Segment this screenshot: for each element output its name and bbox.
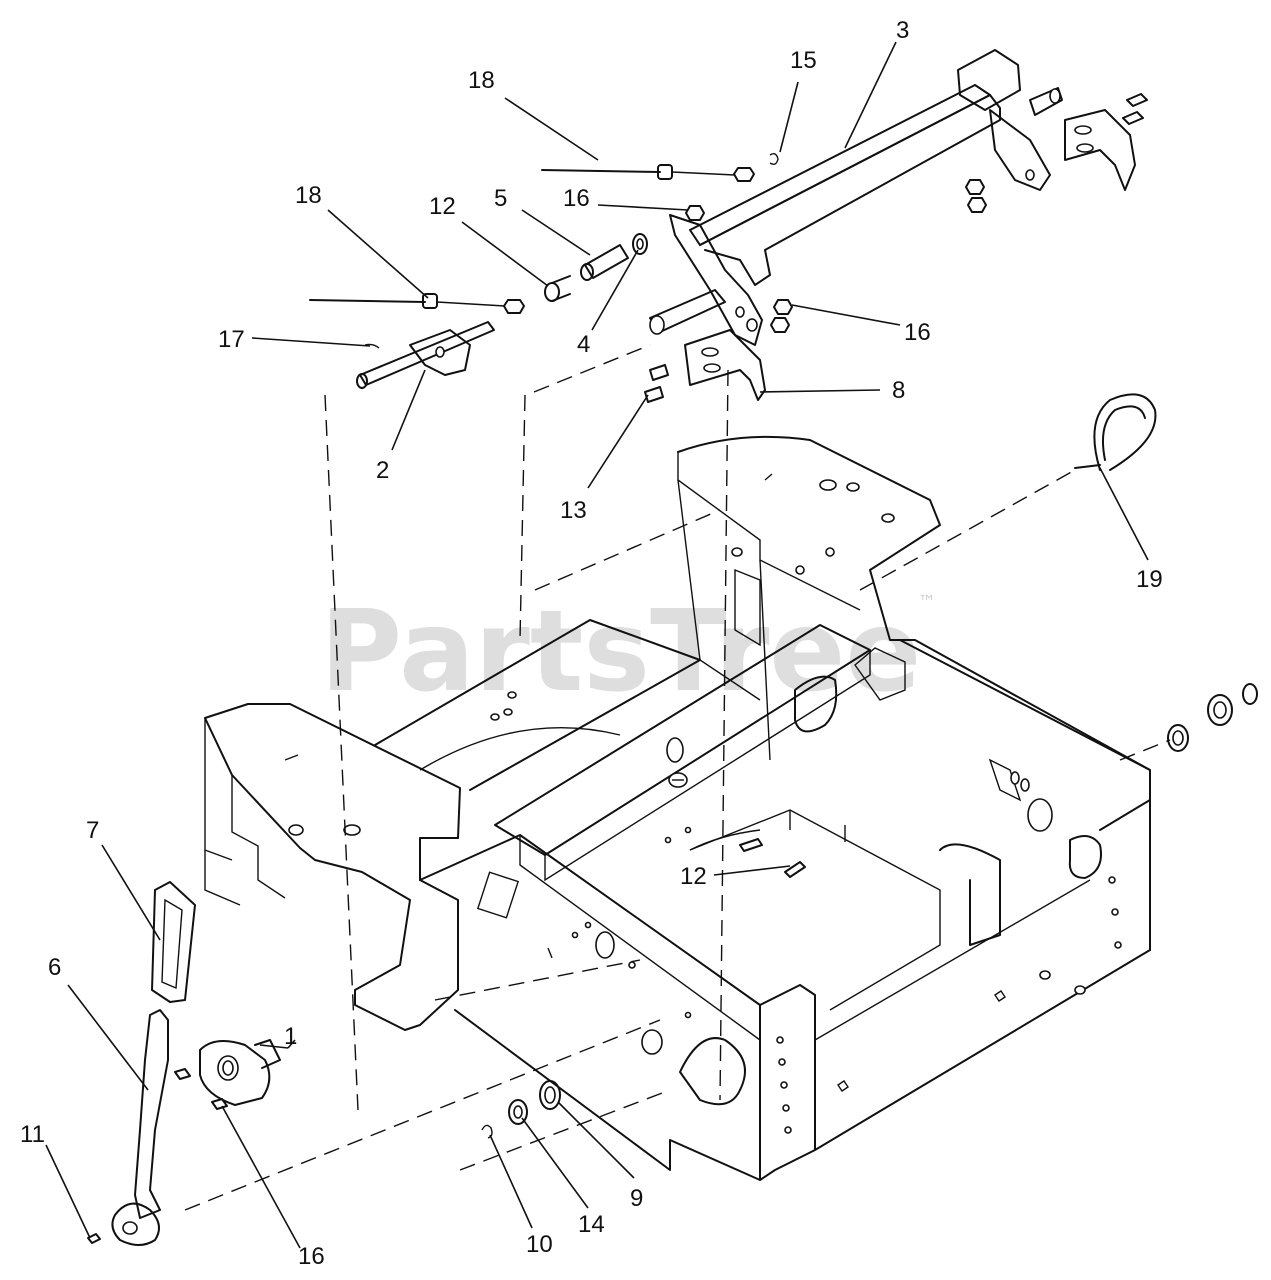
callout-18: 18 (468, 67, 495, 94)
callout-7: 7 (86, 817, 99, 844)
callout-labels: 3 15 18 16 18 12 5 17 4 16 8 2 13 19 7 1… (20, 17, 1163, 1270)
callout-1: 1 (284, 1023, 297, 1050)
callout-19: 19 (1136, 566, 1163, 593)
callout-6: 6 (48, 954, 61, 981)
callout-2: 2 (376, 457, 389, 484)
part-6-lever (87, 1009, 169, 1246)
callout-10: 10 (526, 1231, 553, 1258)
callout-12: 12 (429, 193, 456, 220)
assembly-lines (184, 344, 1171, 1211)
callout-16: 16 (298, 1243, 325, 1270)
callout-17: 17 (218, 326, 245, 353)
hardware-bolts-nuts (309, 93, 1148, 878)
part-19-tie (1074, 393, 1157, 471)
watermark-trademark: ™ (918, 592, 936, 613)
callout-18: 18 (295, 182, 322, 209)
watermark-text: PartsTree (320, 587, 921, 717)
callout-4: 4 (577, 331, 590, 358)
main-frame (204, 435, 1151, 1181)
part-3-lever-bracket (649, 49, 1063, 346)
part-2-shaft (356, 321, 495, 389)
part-7-pad (151, 881, 196, 1003)
callout-11: 11 (20, 1121, 45, 1148)
part-8-plate (684, 109, 1136, 401)
callout-13: 13 (560, 497, 587, 524)
callout-14: 14 (578, 1211, 605, 1238)
washers-9-14-10 (481, 683, 1258, 1139)
callout-15: 15 (790, 47, 817, 74)
partstree-watermark: PartsTree ™ (320, 587, 936, 717)
callout-8: 8 (892, 377, 905, 404)
callout-12: 12 (680, 863, 707, 890)
callout-16: 16 (904, 319, 931, 346)
callout-9: 9 (630, 1185, 643, 1212)
part-1-bearing (174, 1039, 281, 1110)
callout-3: 3 (896, 17, 909, 44)
leader-lines (45, 41, 1149, 1249)
callout-16: 16 (563, 185, 590, 212)
callout-5: 5 (494, 185, 507, 212)
